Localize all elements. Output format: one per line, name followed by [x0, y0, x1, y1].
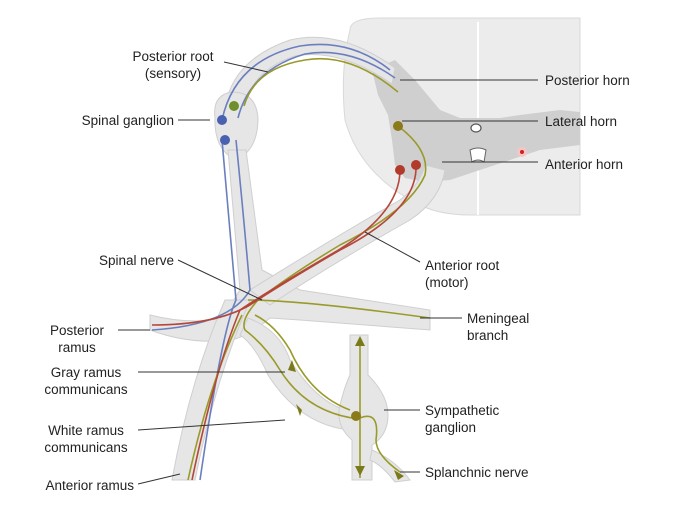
label-white-ramus: White ramus communicans	[36, 422, 136, 456]
motor-fiber-1	[191, 169, 401, 481]
label-posterior-horn: Posterior horn	[545, 73, 630, 88]
label-gray-ramus-line1: Gray ramus	[50, 365, 122, 380]
label-lateral-horn: Lateral horn	[545, 114, 618, 129]
autonomic-fiber-4	[254, 314, 351, 411]
label-posterior-root-line2: (sensory)	[144, 66, 202, 81]
label-anterior-root: Anterior root (motor)	[425, 257, 499, 291]
label-spinal-ganglion: Spinal ganglion	[81, 113, 174, 128]
label-posterior-root: Posterior root (sensory)	[118, 48, 228, 82]
label-sympathetic-line1: Sympathetic	[425, 403, 500, 418]
anterior-ramus-sheath	[171, 299, 251, 481]
sympathetic-down-arrow	[355, 466, 365, 476]
white-ramus-arrow	[296, 404, 302, 416]
sympathetic-up-arrow	[355, 336, 365, 346]
label-anterior-root-line1: Anterior root	[425, 258, 500, 273]
anterior-horn-gap	[469, 147, 487, 163]
ganglion-neuron-green	[229, 101, 239, 111]
motor-fiber-2	[151, 164, 417, 326]
autonomic-fiber-6	[359, 415, 401, 473]
motor-fibers	[151, 164, 417, 481]
autonomic-fiber-1	[243, 57, 399, 107]
sympathetic-trunk-sheath	[338, 334, 389, 481]
autonomic-fiber-7	[187, 314, 243, 481]
ganglion-neuron-blue-2	[220, 135, 230, 145]
splanchnic-sheath	[369, 449, 411, 483]
marker-dot-center	[520, 150, 524, 154]
label-meningeal-branch: Meningeal branch	[467, 310, 529, 344]
central-canal	[470, 123, 482, 133]
sensory-fiber-3	[199, 139, 237, 481]
leader-posterior-root	[223, 61, 269, 73]
sensory-fiber-4	[151, 139, 251, 331]
neurons	[217, 101, 527, 421]
label-meningeal-line2: branch	[467, 328, 509, 343]
sympathetic-ganglion-neuron	[351, 411, 361, 421]
label-anterior-root-line2: (motor)	[425, 275, 469, 290]
anterior-horn-neuron-2	[411, 160, 421, 170]
sensory-fiber-1	[221, 43, 391, 121]
leader-spinal-nerve	[177, 259, 263, 301]
label-meningeal-line1: Meningeal	[467, 311, 530, 326]
ganglion-neuron-blue-1	[217, 115, 227, 125]
leader-anterior-root	[364, 231, 421, 263]
label-white-ramus-line2: communicans	[44, 440, 128, 455]
label-anterior-ramus: Anterior ramus	[45, 478, 134, 493]
gray-ramus-arrow	[288, 360, 296, 372]
lateral-horn-neuron	[393, 121, 403, 131]
splanchnic-arrow	[394, 470, 404, 480]
anterior-horn-neuron-1	[395, 165, 405, 175]
label-posterior-ramus: Posterior ramus	[40, 322, 114, 356]
label-white-ramus-line1: White ramus	[48, 423, 124, 438]
spinal-nerve-sheath	[149, 149, 431, 342]
leader-anterior-ramus	[137, 473, 181, 485]
leader-lines	[118, 61, 538, 485]
arrows	[288, 336, 404, 480]
label-sympathetic-ganglion: Sympathetic ganglion	[425, 402, 499, 436]
label-gray-ramus-line2: communicans	[44, 382, 128, 397]
label-spinal-nerve: Spinal nerve	[98, 253, 174, 268]
label-gray-ramus: Gray ramus communicans	[36, 364, 136, 398]
label-splanchnic-nerve: Splanchnic nerve	[425, 465, 529, 480]
leader-white-ramus	[137, 419, 286, 431]
label-posterior-root-line1: Posterior root	[132, 49, 214, 64]
label-anterior-horn: Anterior horn	[545, 157, 624, 172]
label-posterior-ramus-line2: ramus	[58, 340, 96, 355]
label-posterior-ramus-line1: Posterior	[49, 323, 105, 338]
label-sympathetic-line2: ganglion	[425, 420, 477, 435]
